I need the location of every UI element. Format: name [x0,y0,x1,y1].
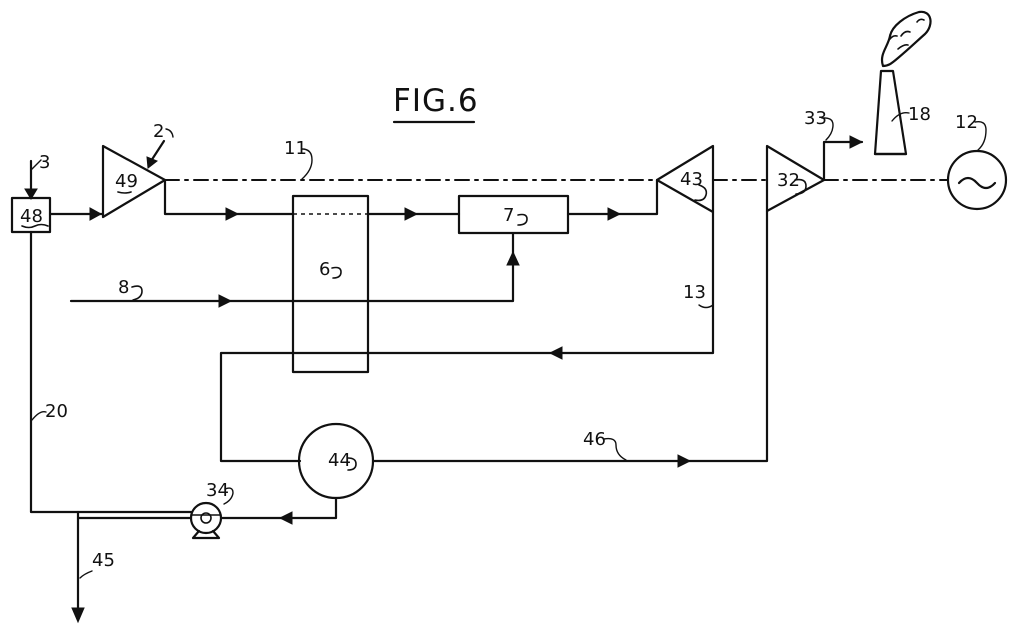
leader-49 [118,192,131,193]
arrow-45-down [72,608,84,622]
compressor-49: 49 [103,146,165,217]
leader-45 [80,571,92,578]
flow-48-to-49 [50,208,103,220]
leader-46 [604,439,626,460]
line-46 [373,211,767,461]
leader-2-main [151,141,164,161]
arrow-13-left [550,347,562,359]
leader-8 [132,286,142,300]
flow-7-to-43 [568,180,657,220]
component-48: 48 [12,198,50,232]
label-12: 12 [955,112,978,133]
leader-13 [699,305,713,308]
figure-title: FIG.6 [393,83,479,119]
arrow-48-49 [90,208,101,220]
label-34: 34 [206,480,229,501]
callout-2: 2 [147,121,173,168]
smoke-plume-icon [882,12,931,66]
label-3: 3 [39,152,50,173]
smoke-curl-4 [917,19,924,22]
turbine-43: 43 [657,146,713,212]
label-49: 49 [115,171,138,192]
line-20 [31,232,191,512]
chimney-stack-icon [875,71,906,154]
line-13-return [221,212,713,461]
input-3: 3 [25,152,50,199]
shaft-11: 11 [165,138,657,180]
label-8: 8 [118,277,129,298]
leader-6 [332,268,341,279]
fuel-input-8: 8 [71,234,519,307]
arrow-8 [219,295,231,307]
arrow-7-43 [608,208,620,220]
leader-7 [518,215,527,226]
line-7-43 [568,180,657,214]
flow-33: 33 [804,108,862,180]
sine-wave-icon [959,178,995,188]
flow-20: 20 [31,232,191,512]
arrow-44-pump [280,512,292,524]
line-33 [824,142,862,180]
flow-46: 46 [373,211,767,467]
label-44: 44 [328,450,351,471]
label-13: 13 [683,282,706,303]
label-45: 45 [92,550,115,571]
leader-2-tail [166,129,173,137]
smoke-curl-1 [901,32,910,37]
heat-exchanger-6: 6 [293,196,368,372]
leader-20 [32,412,46,420]
label-46: 46 [583,429,606,450]
arrow-49-6 [226,208,238,220]
label-43: 43 [680,169,703,190]
component-44: 44 [299,424,373,498]
turbine-32: 32 [767,146,824,211]
smoke-curl-2 [898,45,908,49]
flow-49-to-6 [165,180,293,220]
arrow-6-7 [405,208,417,220]
label-18: 18 [908,104,931,125]
figure-title-group: FIG.6 [393,83,479,122]
label-6: 6 [319,259,330,280]
flow-13: 13 [221,212,713,461]
outlet-45: 45 [72,512,115,622]
pump-34: 34 [78,480,336,538]
stack-18: 18 [875,12,931,154]
line-44-pump [222,498,336,518]
label-7: 7 [503,205,514,226]
generator-icon [948,151,1006,209]
combustor-7: 7 [459,196,568,233]
arrow-2 [147,157,157,168]
box-6 [293,196,368,372]
label-20: 20 [45,401,68,422]
arrow-8-up [507,252,519,265]
line-49-6 [165,180,293,214]
generator-12: 12 [948,112,1006,209]
flow-6-to-7 [368,208,459,220]
pump-icon [191,503,221,538]
arrow-46 [678,455,690,467]
pump-body [191,503,221,533]
arrow-33 [850,136,862,148]
label-2: 2 [153,121,164,142]
